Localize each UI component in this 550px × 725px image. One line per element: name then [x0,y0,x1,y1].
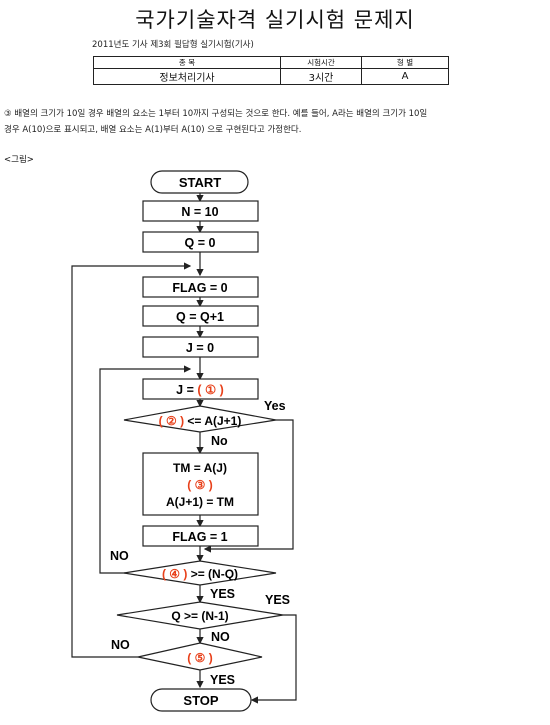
process-swap [142,452,259,516]
decision-label: <= A(J+1) [184,414,241,428]
swap-line: TM = A(J) [173,461,227,475]
blank-3: ( ③ ) [187,478,212,492]
process-label: Q = 0 [185,236,216,250]
exam-subtitle: 2011년도 기사 제3회 필답형 실기시험(기사) [92,40,254,50]
no-label: NO [110,549,129,563]
stop-label: STOP [183,693,218,708]
problem-line: 경우 A(10)으로 표시되고, 배열 요소는 A(1)부터 A(10) 으로 … [4,125,302,135]
process-label: Q = Q+1 [176,310,224,324]
no-label: NO [211,630,230,644]
decision-label: Q >= (N-1) [171,609,228,623]
decision-compare-label: ( ② ) <= A(J+1) [159,414,242,428]
yes-label: YES [210,587,235,601]
no-label: NO [111,638,130,652]
problem-line: ③ 배열의 크기가 10일 경우 배열의 요소는 1부터 10까지 구성되는 것… [4,109,428,119]
blank-5: ( ⑤ ) [187,651,212,665]
blank-4: ( ④ ) [162,567,187,581]
stop-terminal [150,688,252,712]
start-terminal [150,170,249,194]
decision-inner-loop-label: ( ④ ) >= (N-Q) [162,567,238,581]
process-flag-set [142,525,259,547]
process-n-init [142,200,259,222]
blank-1: ( ① ) [197,383,223,397]
yes-label: YES [210,673,235,687]
process-label: J = 0 [186,341,214,355]
figure-label: <그림> [4,155,34,165]
table-row: 정보처리기사 3시간 A [93,68,449,85]
process-label: J = [176,383,197,397]
blank-2: ( ② ) [159,414,184,428]
page-title: 국가기술자격 실기시험 문제지 [135,8,415,32]
process-label: N = 10 [181,205,218,219]
decision-label: >= (N-Q) [187,567,238,581]
process-j-assign [142,378,259,400]
swap-line: A(J+1) = TM [166,495,234,509]
start-label: START [179,175,221,190]
process-q-init [142,231,259,253]
problem-text: ③ 배열의 크기가 10일 경우 배열의 요소는 1부터 10까지 구성되는 것… [4,106,549,138]
process-flag-init [142,276,259,298]
yes-label: YES [265,593,290,607]
process-label: FLAG = 0 [172,281,227,295]
decision-flag-check [137,642,263,671]
table-cell: A [361,68,449,85]
no-label: No [211,434,228,448]
yes-label: Yes [264,399,286,413]
process-j-assign-label: J = ( ① ) [176,383,224,397]
decision-compare [123,405,277,433]
table-header-row: 종 목 시험시간 형 별 [93,56,449,69]
decision-inner-loop [123,560,277,586]
decision-q-check [116,601,284,630]
process-label: FLAG = 1 [172,530,227,544]
exam-info-table: 종 목 시험시간 형 별 정보처리기사 3시간 A [93,56,449,85]
process-q-increment [142,305,259,327]
process-j-init [142,336,259,358]
table-cell: 3시간 [280,68,362,85]
